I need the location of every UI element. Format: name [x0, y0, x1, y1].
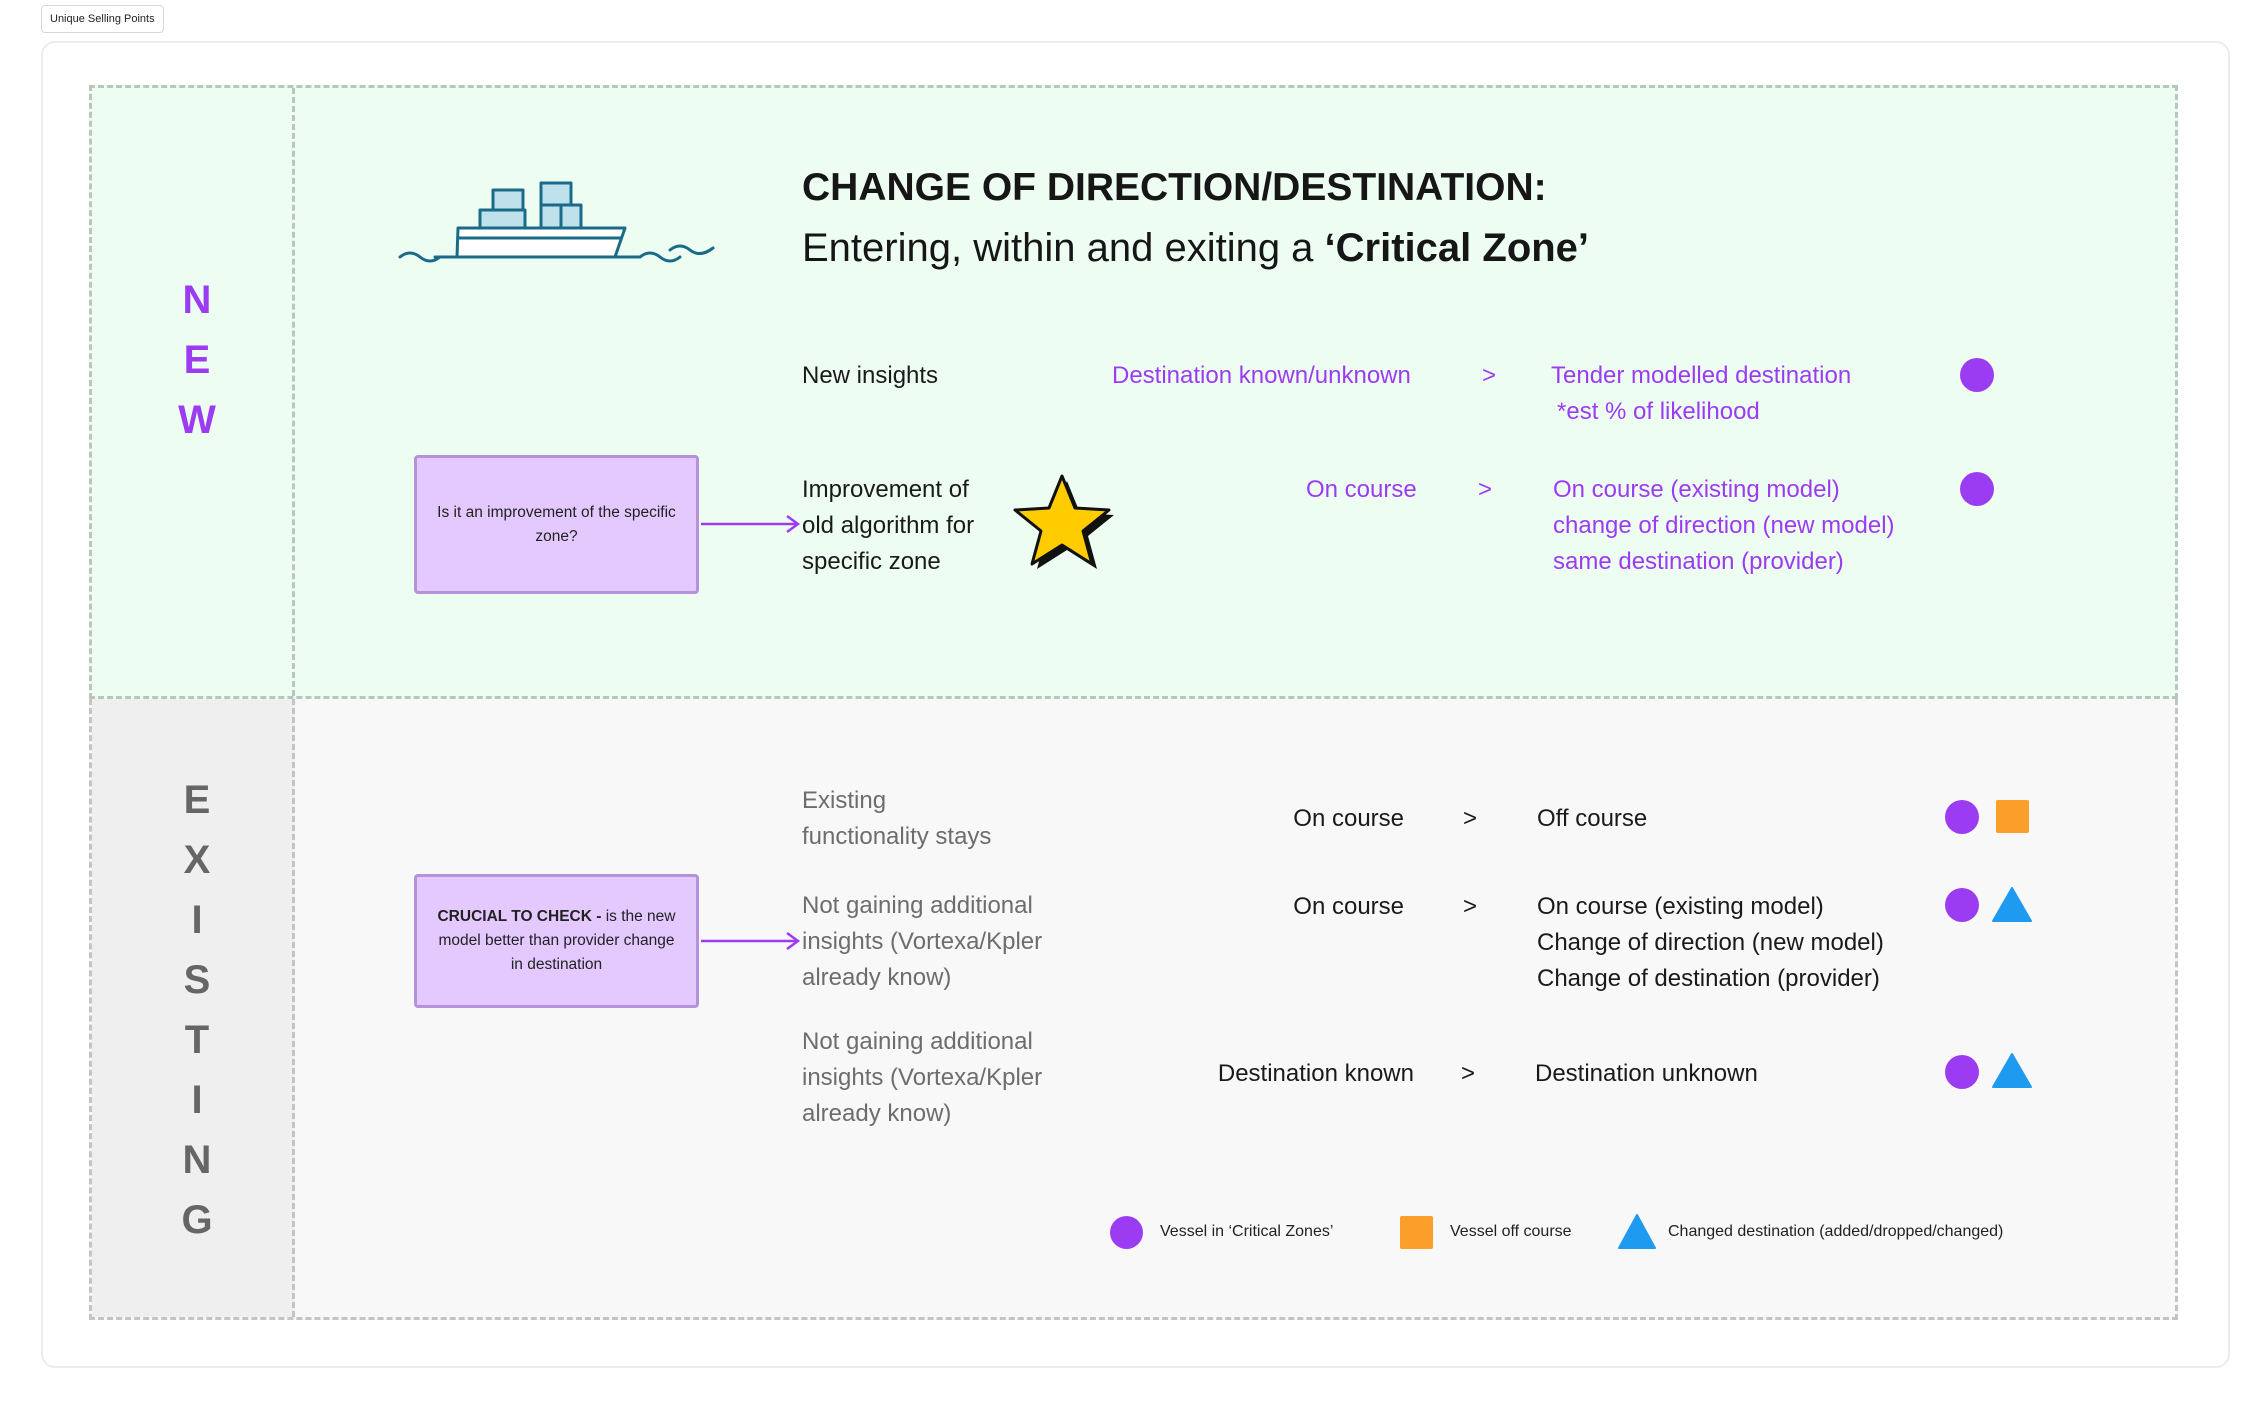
critical-zone-circle-icon [1945, 800, 1979, 834]
existing-row3-to: Destination unknown [1535, 1060, 1758, 1087]
existing-row1-description: Existing functionality stays [802, 783, 991, 855]
outcome-line: On course (existing model) [1537, 893, 1824, 920]
connector-arrow [701, 931, 801, 951]
label-letter: T [184, 1018, 210, 1062]
description-line: functionality stays [802, 823, 992, 850]
description-line: Not gaining additional [802, 1028, 1033, 1055]
outcome-line: change of direction (new model) [1553, 512, 1895, 539]
existing-row3-arrow: > [1461, 1060, 1476, 1087]
new-row1-to: Tender modelled destination [1551, 362, 1852, 389]
cargo-ship-icon [398, 181, 715, 263]
existing-row2-arrow: > [1463, 893, 1478, 920]
connector-arrow [701, 514, 801, 534]
legend-square-icon [1400, 1216, 1433, 1249]
existing-row3-description: Not gaining additional insights (Vortexa… [802, 1024, 1042, 1132]
label-letter: S [183, 958, 211, 1002]
label-letter: E [183, 338, 211, 382]
description-line: insights (Vortexa/Kpler [802, 1064, 1043, 1091]
outcome-line: On course (existing model) [1553, 476, 1840, 503]
new-row1-to-note: *est % of likelihood [1557, 398, 1760, 425]
label-letter: X [183, 838, 211, 882]
crucial-check-text: CRUCIAL TO CHECK - is the new model bett… [431, 905, 682, 977]
label-letter: I [191, 1078, 203, 1122]
new-row2-description: Improvement of old algorithm for specifi… [802, 472, 974, 580]
description-line: insights (Vortexa/Kpler [802, 928, 1043, 955]
label-letter: W [178, 398, 216, 442]
new-row2-from: On course [1306, 476, 1417, 503]
existing-section-label: E X I S T I N G [147, 770, 247, 1250]
existing-row2-from: On course [1293, 893, 1404, 920]
new-row2-arrow: > [1478, 476, 1493, 503]
description-line: already know) [802, 1100, 952, 1127]
legend-label: Vessel in ‘Critical Zones’ [1160, 1223, 1334, 1240]
description-line: Existing [802, 787, 887, 814]
page-title: CHANGE OF DIRECTION/DESTINATION: [802, 166, 1547, 209]
crucial-check-note[interactable]: CRUCIAL TO CHECK - is the new model bett… [414, 874, 699, 1008]
legend-label: Vessel off course [1450, 1223, 1572, 1240]
new-row2-to: On course (existing model) change of dir… [1553, 472, 1895, 580]
crucial-check-rest: is the new model better than provider ch… [438, 908, 676, 973]
improvement-question-note[interactable]: Is it an improvement of the specific zon… [414, 455, 699, 594]
label-letter: N [182, 1138, 212, 1182]
label-letter: N [182, 278, 212, 322]
existing-row3-from: Destination known [1217, 1060, 1414, 1087]
new-label-column [92, 88, 295, 696]
new-row1-from: Destination known/unknown [1112, 362, 1411, 389]
star-icon [1013, 474, 1114, 569]
new-row1-description: New insights [802, 362, 939, 389]
off-course-square-icon [1996, 800, 2029, 833]
new-zone [89, 85, 2178, 699]
frame-tag[interactable]: Unique Selling Points [41, 5, 164, 33]
label-letter: I [191, 898, 203, 942]
existing-label-column [92, 699, 295, 1317]
critical-zone-circle-icon [1945, 888, 1979, 922]
crucial-check-bold: CRUCIAL TO CHECK - [437, 908, 606, 925]
existing-row1-arrow: > [1463, 805, 1478, 832]
description-line: Improvement of [802, 476, 969, 503]
new-row1-arrow: > [1482, 362, 1497, 389]
critical-zone-circle-icon [1960, 472, 1994, 506]
subtitle-emphasis: ‘Critical Zone’ [1324, 226, 1590, 270]
label-letter: G [181, 1198, 213, 1242]
changed-destination-triangle-icon [1992, 1053, 2032, 1088]
outcome-line: same destination (provider) [1553, 548, 1844, 575]
description-line: Not gaining additional [802, 892, 1033, 919]
outcome-line: Change of destination (provider) [1537, 965, 1880, 992]
critical-zone-circle-icon [1960, 358, 1994, 392]
new-section-label: N E W [147, 270, 247, 450]
subtitle-text: Entering, within and exiting a [802, 226, 1325, 270]
label-letter: E [183, 778, 211, 822]
legend: Vessel in ‘Critical Zones’ Vessel off co… [1108, 1212, 2058, 1252]
existing-row1-to: Off course [1537, 805, 1648, 832]
existing-row2-to: On course (existing model) Change of dir… [1537, 889, 1884, 997]
page-subtitle: Entering, within and exiting a ‘Critical… [802, 226, 1589, 271]
critical-zone-circle-icon [1945, 1055, 1979, 1089]
description-line: already know) [802, 964, 952, 991]
legend-triangle-icon [1618, 1214, 1656, 1249]
legend-circle-icon [1110, 1216, 1143, 1249]
existing-row1-from: On course [1293, 805, 1404, 832]
existing-zone [89, 699, 2178, 1320]
outcome-line: Change of direction (new model) [1537, 929, 1884, 956]
changed-destination-triangle-icon [1992, 887, 2032, 922]
legend-label: Changed destination (added/dropped/chang… [1668, 1223, 2004, 1240]
existing-row2-description: Not gaining additional insights (Vortexa… [802, 888, 1042, 996]
description-line: old algorithm for [802, 512, 975, 539]
description-line: specific zone [802, 548, 941, 575]
